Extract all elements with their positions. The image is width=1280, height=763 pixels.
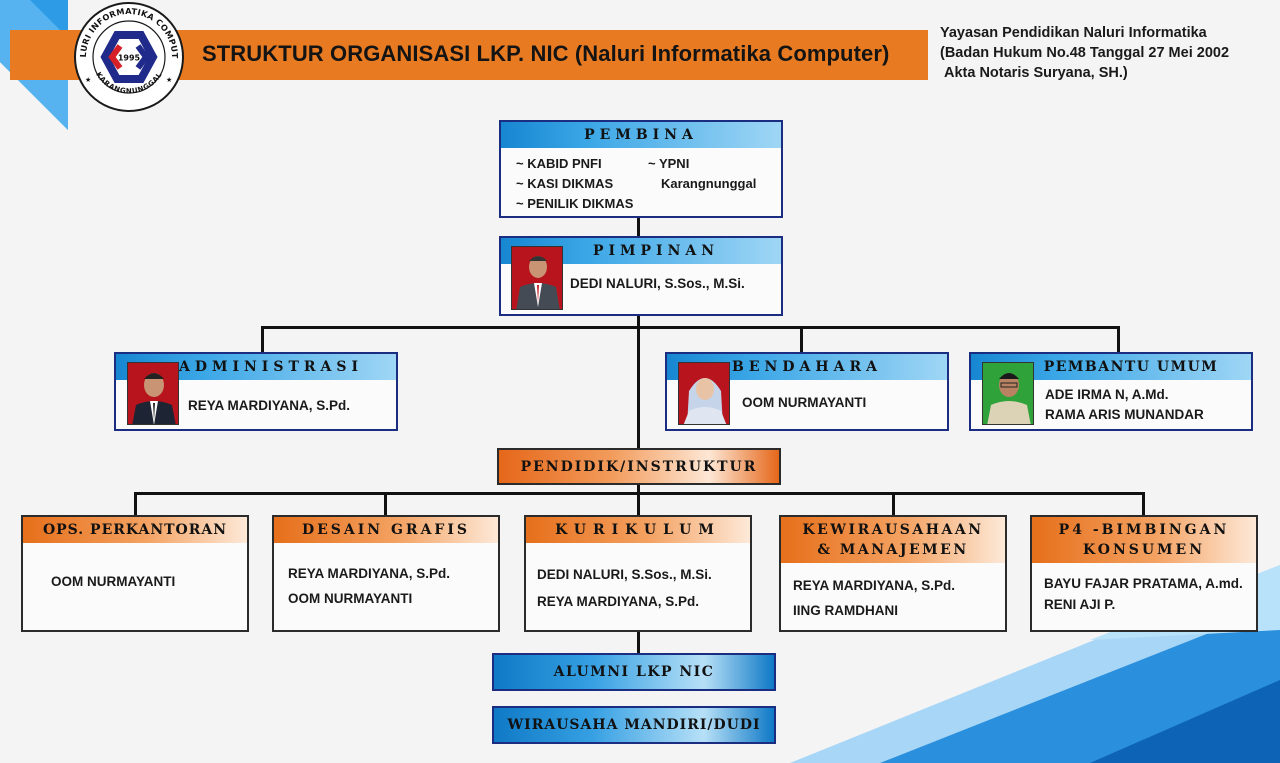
division-title: OPS. PERKANTORAN (42, 522, 228, 538)
division-header: KEWIRAUSAHAAN & MANAJEMEN (781, 517, 1005, 563)
pembina-item: ~ YPNI (648, 156, 690, 171)
division-header: P4 -BIMBINGAN KONSUMEN (1032, 517, 1256, 563)
bendahara-title: BENDAHARA (732, 359, 882, 375)
pembina-item: Karangnunggal (661, 176, 757, 191)
pembina-list-right: ~ YPNI Karangnunggal (648, 154, 756, 194)
pembina-item: ~ PENILIK DIKMAS (516, 196, 634, 211)
yayasan-line: (Badan Hukum No.48 Tanggal 27 Mei 2002 (940, 45, 1230, 61)
pembantu-umum-box: PEMBANTU UMUM ADE IRMA N, A.Md. RAMA ARI… (969, 352, 1253, 431)
administrasi-title: ADMINISTRASI (178, 359, 364, 375)
division-member: REYA MARDIYANA, S.Pd. (793, 578, 956, 593)
pembina-item: ~ KASI DIKMAS (516, 176, 614, 191)
pembantu-umum-names: ADE IRMA N, A.Md. RAMA ARIS MUNANDAR (1045, 385, 1204, 425)
yayasan-line: Akta Notaris Suryana, SH.) (944, 65, 1128, 81)
division-title-line: KEWIRAUSAHAAN (802, 522, 984, 538)
pendidik-title: PENDIDIK/INSTRUKTUR (520, 458, 758, 475)
division-header: DESAIN GRAFIS (274, 517, 498, 543)
division-ops-perkantoran: OPS. PERKANTORAN OOM NURMAYANTI (21, 515, 249, 632)
bendahara-box: BENDAHARA OOM NURMAYANTI (665, 352, 949, 431)
pimpinan-box: PIMPINAN DEDI NALURI, S.Sos., M.Si. (499, 236, 783, 316)
pembantu-umum-name: ADE IRMA N, A.Md. (1045, 387, 1169, 402)
division-members: BAYU FAJAR PRATAMA, A.md. RENI AJI P. (1044, 573, 1243, 615)
pembina-header: PEMBINA (501, 122, 781, 148)
connector-line (637, 483, 640, 517)
logo-year: 1995 (118, 54, 141, 63)
wirausaha-title: WIRAUSAHA MANDIRI/DUDI (507, 717, 761, 733)
division-header: OPS. PERKANTORAN (23, 517, 247, 543)
pimpinan-name: DEDI NALURI, S.Sos., M.Si. (570, 276, 745, 291)
division-member: OOM NURMAYANTI (51, 574, 176, 589)
division-member: REYA MARDIYANA, S.Pd. (288, 566, 451, 581)
division-member: OOM NURMAYANTI (288, 591, 413, 606)
pembina-list-left: ~ KABID PNFI ~ KASI DIKMAS ~ PENILIK DIK… (516, 154, 633, 214)
connector-line (134, 492, 137, 517)
division-title-line: KONSUMEN (1082, 542, 1206, 558)
page-title: STRUKTUR ORGANISASI LKP. NIC (Naluri Inf… (202, 41, 890, 66)
pendidik-instruktur-banner: PENDIDIK/INSTRUKTUR (497, 448, 781, 485)
division-members: REYA MARDIYANA, S.Pd. IING RAMDHANI (793, 573, 955, 623)
administrasi-name: REYA MARDIYANA, S.Pd. (188, 398, 351, 413)
nic-logo: NALURI INFORMATIKA COMPUTER KARANGNUNGGA… (66, 0, 188, 112)
wirausaha-banner: WIRAUSAHA MANDIRI/DUDI (492, 706, 776, 744)
division-member: REYA MARDIYANA, S.Pd. (537, 594, 700, 609)
pembantu-umum-name: RAMA ARIS MUNANDAR (1045, 407, 1204, 422)
pembantu-umum-title: PEMBANTU UMUM (1043, 359, 1219, 375)
division-p4-bimbingan: P4 -BIMBINGAN KONSUMEN BAYU FAJAR PRATAM… (1030, 515, 1258, 632)
division-kewirausahaan: KEWIRAUSAHAAN & MANAJEMEN REYA MARDIYANA… (779, 515, 1007, 632)
connector-line (637, 632, 640, 655)
svg-text:★: ★ (166, 76, 172, 84)
division-title-line: & MANAJEMEN (817, 542, 969, 558)
connector-line (261, 326, 264, 354)
bendahara-photo (678, 362, 730, 425)
connector-line (1117, 326, 1120, 354)
division-title-line: P4 -BIMBINGAN (1058, 522, 1230, 538)
division-desain-grafis: DESAIN GRAFIS REYA MARDIYANA, S.Pd. OOM … (272, 515, 500, 632)
connector-line (134, 492, 1145, 495)
alumni-banner: ALUMNI LKP NIC (492, 653, 776, 691)
alumni-title: ALUMNI LKP NIC (553, 664, 715, 680)
division-member: RENI AJI P. (1044, 597, 1116, 612)
pembina-title: PEMBINA (584, 127, 698, 143)
connector-line (637, 216, 640, 238)
administrasi-box: ADMINISTRASI REYA MARDIYANA, S.Pd. (114, 352, 398, 431)
division-members: DEDI NALURI, S.Sos., M.Si. REYA MARDIYAN… (537, 561, 712, 615)
division-header: KURIKULUM (526, 517, 750, 543)
division-title: DESAIN GRAFIS (301, 522, 471, 538)
connector-line (892, 492, 895, 517)
svg-text:★: ★ (85, 76, 91, 84)
administrasi-photo (127, 362, 179, 425)
pimpinan-photo (511, 246, 563, 310)
division-member: BAYU FAJAR PRATAMA, A.md. (1044, 576, 1243, 591)
connector-line (800, 326, 803, 354)
bendahara-name: OOM NURMAYANTI (742, 395, 867, 410)
connector-line (637, 314, 640, 450)
connector-line (384, 492, 387, 517)
division-title: KURIKULUM (555, 522, 721, 538)
pimpinan-title: PIMPINAN (592, 243, 720, 259)
division-members: REYA MARDIYANA, S.Pd. OOM NURMAYANTI (288, 561, 450, 611)
yayasan-info: Yayasan Pendidikan Naluri Informatika (B… (940, 23, 1229, 83)
pembantu-umum-photo (982, 362, 1034, 425)
yayasan-line: Yayasan Pendidikan Naluri Informatika (940, 25, 1207, 41)
division-member: IING RAMDHANI (793, 603, 898, 618)
pembina-item: ~ KABID PNFI (516, 156, 602, 171)
division-kurikulum: KURIKULUM DEDI NALURI, S.Sos., M.Si. REY… (524, 515, 752, 632)
pembina-box: PEMBINA ~ KABID PNFI ~ KASI DIKMAS ~ PEN… (499, 120, 783, 218)
division-member: DEDI NALURI, S.Sos., M.Si. (537, 567, 712, 582)
connector-line (261, 326, 1120, 329)
connector-line (1142, 492, 1145, 517)
